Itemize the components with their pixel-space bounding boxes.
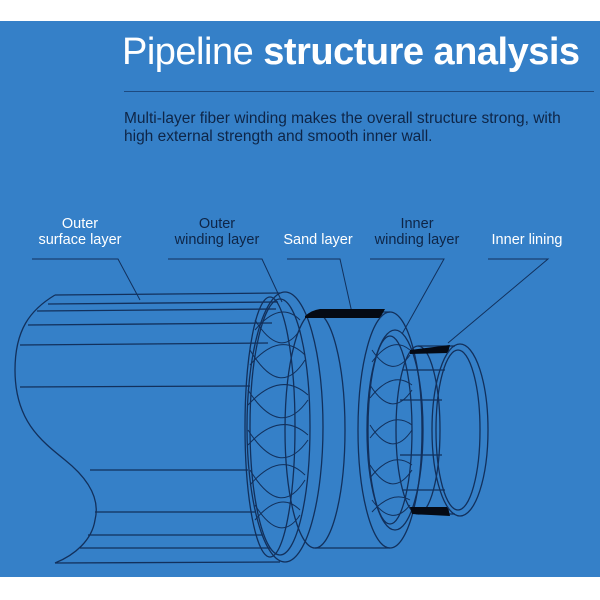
label-outer-surface-layer: Outer surface layer	[30, 216, 130, 248]
infographic-panel: Pipeline structure analysis Multi-layer …	[0, 21, 600, 577]
leader-outer-surface	[32, 258, 141, 301]
label-line: Sand layer	[283, 232, 353, 248]
label-inner-winding-layer: Inner winding layer	[366, 216, 468, 248]
pipe-cross-section-illustration	[14, 258, 550, 564]
leader-inner-lining	[447, 258, 550, 344]
leader-inner-winding	[370, 258, 445, 335]
inner-lining-band-top	[410, 345, 450, 354]
label-line: winding layer	[174, 232, 260, 248]
label-line: winding layer	[374, 232, 460, 248]
label-outer-winding-layer: Outer winding layer	[166, 216, 268, 248]
label-sand-layer: Sand layer	[276, 216, 360, 248]
leader-outer-winding	[168, 258, 283, 303]
sand-layer	[284, 309, 423, 549]
title-regular: Pipeline	[122, 31, 254, 73]
leader-sand	[287, 258, 353, 314]
subtitle: Multi-layer fiber winding makes the over…	[124, 110, 561, 145]
page-title: Pipeline structure analysis	[122, 31, 580, 74]
label-line: surface layer	[38, 232, 122, 248]
inner-lining	[395, 343, 489, 517]
inner-winding-layer	[366, 329, 424, 531]
leader-lines	[32, 258, 550, 344]
label-line: Outer	[198, 216, 236, 232]
label-line: Inner	[400, 216, 434, 232]
label-line: Inner lining	[491, 232, 563, 248]
title-divider	[124, 91, 594, 92]
title-bold: structure analysis	[263, 31, 580, 73]
label-line: Outer	[61, 216, 99, 232]
crosshatch-outer	[247, 311, 309, 529]
crosshatch-inner	[369, 344, 413, 516]
outer-surface-layer	[14, 292, 281, 564]
label-inner-lining: Inner lining	[484, 216, 570, 248]
sand-layer-band	[305, 309, 385, 318]
outer-winding-layer	[244, 291, 324, 563]
inner-lining-band-bottom	[410, 507, 450, 516]
